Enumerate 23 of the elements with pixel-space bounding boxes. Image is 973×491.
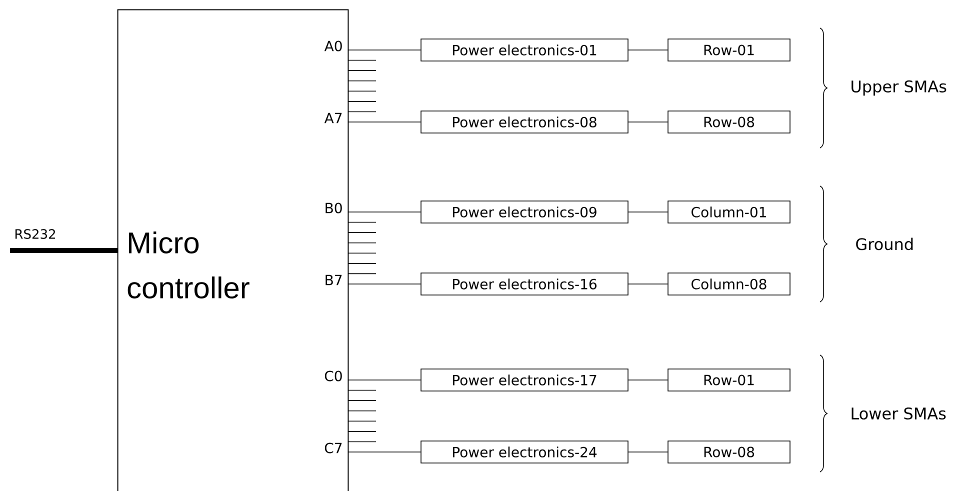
- power-electronics-box: Power electronics-08: [420, 110, 628, 134]
- pin-label: A7: [324, 112, 342, 124]
- group-label: Upper SMAs: [852, 80, 946, 96]
- output-box: Column-01: [668, 200, 790, 224]
- output-box: Column-08: [668, 272, 790, 296]
- power-electronics-box: Power electronics-09: [420, 200, 628, 224]
- output-box: Row-08: [668, 110, 790, 134]
- output-box: Row-08: [668, 440, 790, 464]
- power-electronics-box: Power electronics-24: [420, 440, 628, 464]
- pin-label: C0: [324, 370, 342, 382]
- power-electronics-box: Power electronics-16: [420, 272, 628, 296]
- power-electronics-box: Power electronics-01: [420, 38, 628, 62]
- power-electronics-box: Power electronics-17: [420, 368, 628, 392]
- pin-label: B7: [326, 274, 342, 286]
- edge-label: RS232: [15, 229, 55, 239]
- output-box: Row-01: [668, 38, 790, 62]
- pin-label: C7: [324, 442, 342, 454]
- connector: [10, 248, 118, 253]
- group-label: Ground: [856, 238, 913, 250]
- pin-label: B0: [326, 202, 342, 214]
- pin-label: A0: [324, 40, 342, 52]
- group-label: Lower SMAs: [852, 407, 946, 420]
- output-box: Row-01: [668, 368, 790, 392]
